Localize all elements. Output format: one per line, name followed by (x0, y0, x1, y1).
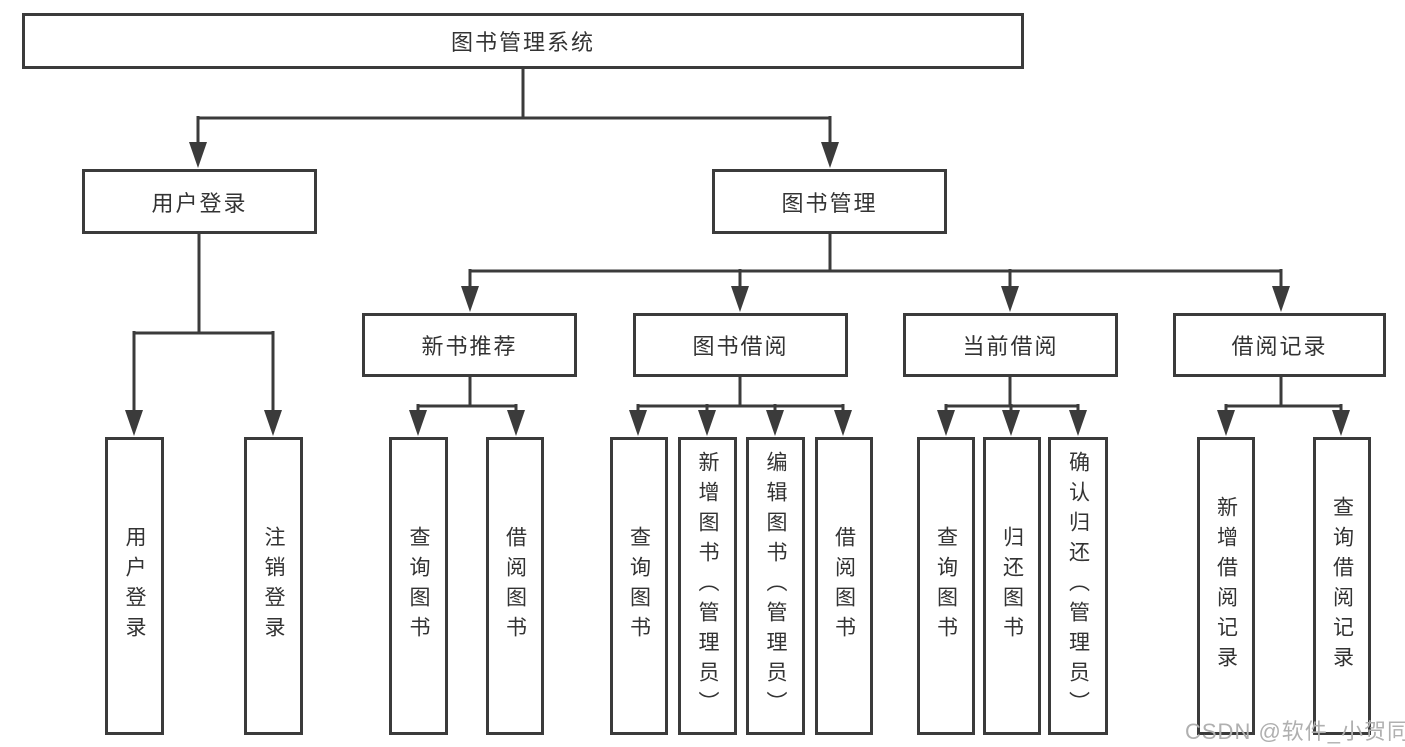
node-current-borrow: 当前借阅 (903, 313, 1118, 377)
leaf-edit-book-admin-label: 编辑图书（管理员） (764, 451, 787, 721)
leaf-confirm-return-admin-label: 确认归还（管理员） (1066, 451, 1090, 721)
csdn-watermark: CSDN @软件_小贺同学 (1185, 719, 1405, 744)
node-borrow-records-label: 借阅记录 (1231, 334, 1328, 359)
leaf-borrow-books-label: 借阅图书 (832, 526, 856, 646)
node-borrow-records: 借阅记录 (1173, 313, 1386, 377)
node-root: 图书管理系统 (22, 13, 1024, 69)
leaf-query-borrow-record-label: 查询借阅记录 (1330, 496, 1354, 676)
leaf-query-borrow-record: 查询借阅记录 (1313, 437, 1371, 735)
leaf-user-login-label: 用户登录 (123, 526, 146, 646)
leaf-add-book-admin-label: 新增图书（管理员） (696, 451, 719, 721)
node-new-book-recommend-label: 新书推荐 (421, 334, 518, 359)
leaf-borrow-books-recommend-label: 借阅图书 (503, 526, 527, 646)
leaf-add-borrow-record-label: 新增借阅记录 (1214, 496, 1238, 676)
leaf-logout-label: 注销登录 (262, 526, 285, 646)
leaf-query-books-current-label: 查询图书 (934, 526, 958, 646)
leaf-return-book-label: 归还图书 (1000, 526, 1024, 646)
leaf-confirm-return-admin: 确认归还（管理员） (1048, 437, 1108, 735)
node-book-borrow-label: 图书借阅 (692, 334, 789, 359)
leaf-query-books-borrow-label: 查询图书 (627, 526, 651, 646)
node-book-management: 图书管理 (712, 169, 947, 234)
leaf-user-login: 用户登录 (105, 437, 164, 735)
leaf-borrow-books-recommend: 借阅图书 (486, 437, 544, 735)
leaf-query-books-borrow: 查询图书 (610, 437, 668, 735)
node-root-label: 图书管理系统 (450, 30, 595, 55)
arrowheads (125, 142, 1350, 436)
node-book-borrow: 图书借阅 (633, 313, 848, 377)
node-new-book-recommend: 新书推荐 (362, 313, 577, 377)
leaf-return-book: 归还图书 (983, 437, 1041, 735)
leaf-query-books-current: 查询图书 (917, 437, 975, 735)
node-user-login-label: 用户登录 (151, 190, 248, 216)
leaf-add-borrow-record: 新增借阅记录 (1197, 437, 1255, 735)
leaf-add-book-admin: 新增图书（管理员） (678, 437, 737, 735)
leaf-borrow-books: 借阅图书 (815, 437, 873, 735)
node-user-login: 用户登录 (82, 169, 317, 234)
leaf-edit-book-admin: 编辑图书（管理员） (746, 437, 805, 735)
leaf-query-books-recommend-label: 查询图书 (407, 526, 430, 646)
leaf-logout: 注销登录 (244, 437, 303, 735)
node-book-management-label: 图书管理 (781, 190, 878, 216)
node-current-borrow-label: 当前借阅 (962, 334, 1059, 359)
leaf-query-books-recommend: 查询图书 (389, 437, 448, 735)
